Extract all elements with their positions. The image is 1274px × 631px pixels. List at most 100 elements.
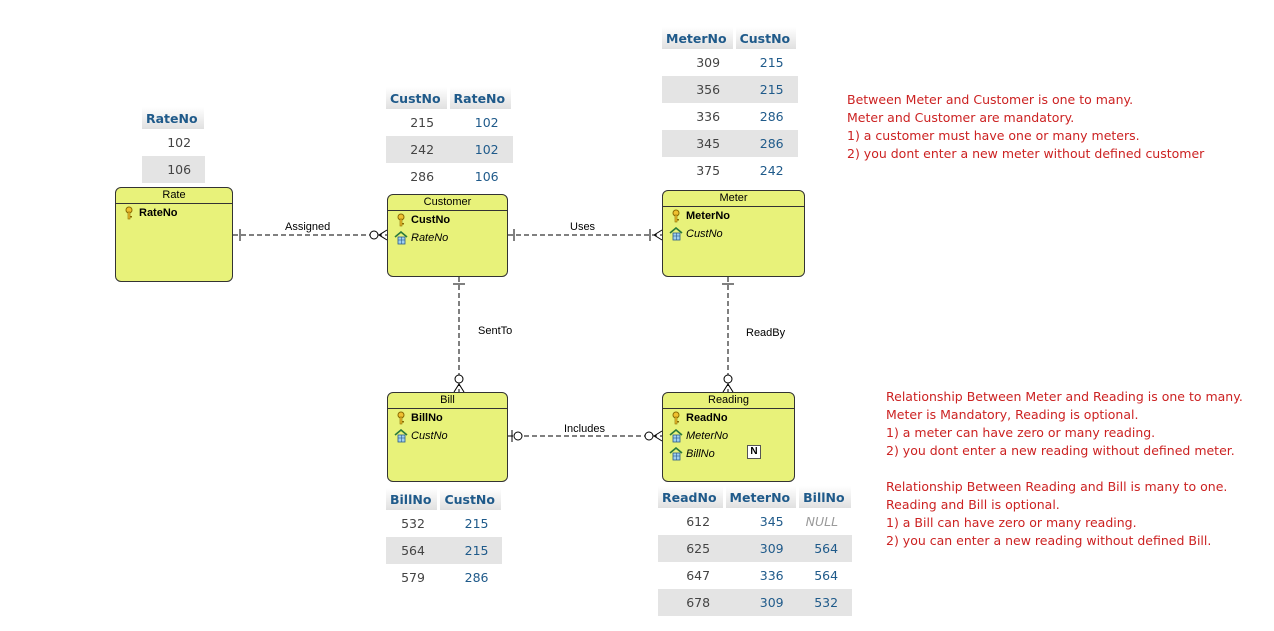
note-meter-reading: Relationship Between Meter and Reading i… [886, 388, 1243, 460]
table-cell: 102 [167, 135, 192, 150]
entity-bill[interactable]: Bill BillNo CustNo [387, 392, 508, 482]
column-header: RateNo [142, 107, 207, 129]
note-line: Relationship Between Meter and Reading i… [886, 389, 1243, 404]
note-line: Meter and Customer are mandatory. [847, 110, 1075, 125]
column-header: CustNo [386, 87, 450, 109]
entity-title: Meter [663, 191, 804, 207]
column-header: MeterNo [724, 486, 800, 508]
table-cell: 532 [797, 589, 853, 616]
key-icon [397, 213, 405, 227]
readby-crowfoot-right [727, 383, 734, 393]
entity-rate[interactable]: Rate RateNo [115, 187, 233, 282]
key-icon [672, 411, 680, 425]
foreign-key-icon [669, 447, 683, 461]
note-line: Relationship Between Reading and Bill is… [886, 479, 1228, 494]
note-line: 2) you dont enter a new meter without de… [847, 146, 1205, 161]
assigned-crowfoot-bottom [378, 234, 388, 241]
table-cell: 106 [142, 156, 206, 183]
readby-zero-circle [723, 374, 733, 384]
uses-crowfoot-bottom [653, 234, 663, 241]
readby-crowfoot-left [722, 383, 729, 393]
entity-title: Reading [663, 393, 794, 409]
foreign-key-icon [669, 227, 683, 241]
key-icon [397, 411, 405, 425]
attribute-name: MeterNo [686, 210, 731, 222]
column-header: BillNo [797, 486, 854, 508]
table-cell: 106 [474, 169, 499, 184]
table-cell: 102 [448, 136, 513, 163]
entity-customer[interactable]: Customer CustNo RateNo [387, 194, 508, 277]
n-badge-icon: N [747, 445, 761, 459]
note-meter-customer: Between Meter and Customer is one to man… [847, 91, 1204, 163]
column-header: CustNo [734, 27, 800, 49]
table-cell: 215 [734, 76, 798, 103]
table-cell: 242 [759, 163, 784, 178]
key-icon [672, 209, 680, 223]
foreign-key-icon [669, 429, 683, 443]
table-cell: 309 [724, 535, 798, 562]
table-cell: 215 [759, 55, 784, 70]
table-header-row: RateNo [142, 107, 207, 129]
table-row: 106 [142, 156, 206, 183]
table-cell: 612 [686, 514, 711, 529]
key-icon [125, 206, 133, 220]
table-row: 102 [142, 129, 205, 156]
table-row: 612 345 NULL [658, 508, 852, 535]
includes-crowfoot-top [653, 430, 663, 437]
entity-reading[interactable]: Reading ReadNo MeterNo BillNo N [662, 392, 795, 482]
attribute-name: BillNo [411, 412, 443, 424]
table-cell: 345 [759, 514, 784, 529]
note-line: Between Meter and Customer is one to man… [847, 92, 1134, 107]
entity-attribute: MeterNo [663, 207, 804, 225]
attribute-name: BillNo [686, 448, 715, 460]
foreign-key-icon [394, 429, 408, 443]
attribute-name: ReadNo [686, 412, 728, 424]
table-cell: 564 [814, 568, 839, 583]
table-cell: NULL [805, 514, 839, 529]
rate-data-table: RateNo 102 106 [142, 107, 207, 183]
entity-title: Bill [388, 393, 507, 409]
note-line: 1) a customer must have one or many mete… [847, 128, 1140, 143]
includes-crowfoot-bottom [653, 435, 663, 442]
sentto-crowfoot-left [453, 383, 460, 393]
note-line: 2) you dont enter a new reading without … [886, 443, 1235, 458]
column-header: CustNo [438, 488, 504, 510]
note-reading-bill: Relationship Between Reading and Bill is… [886, 478, 1227, 550]
entity-title: Customer [388, 195, 507, 211]
note-line: 2) you can enter a new reading without d… [886, 533, 1212, 548]
entity-attribute: RateNo [116, 204, 232, 222]
table-cell: 215 [464, 516, 489, 531]
table-cell: 345 [662, 130, 735, 157]
table-cell: 564 [386, 537, 439, 564]
attribute-name: CustNo [411, 430, 448, 442]
table-cell: 242 [386, 136, 449, 163]
note-line: 1) a meter can have zero or many reading… [886, 425, 1156, 440]
entity-attribute: BillNo [388, 409, 507, 427]
entity-meter[interactable]: Meter MeterNo CustNo [662, 190, 805, 277]
table-cell: 215 [410, 115, 435, 130]
attribute-name: MeterNo [686, 430, 729, 442]
table-cell: 336 [696, 109, 721, 124]
column-header: BillNo [386, 488, 441, 510]
relationship-label-uses: Uses [570, 221, 596, 233]
entity-attribute: CustNo [388, 427, 507, 445]
note-line: 1) a Bill can have zero or many reading. [886, 515, 1137, 530]
attribute-name: RateNo [139, 207, 178, 219]
includes-zero-circle-bill [513, 431, 523, 441]
